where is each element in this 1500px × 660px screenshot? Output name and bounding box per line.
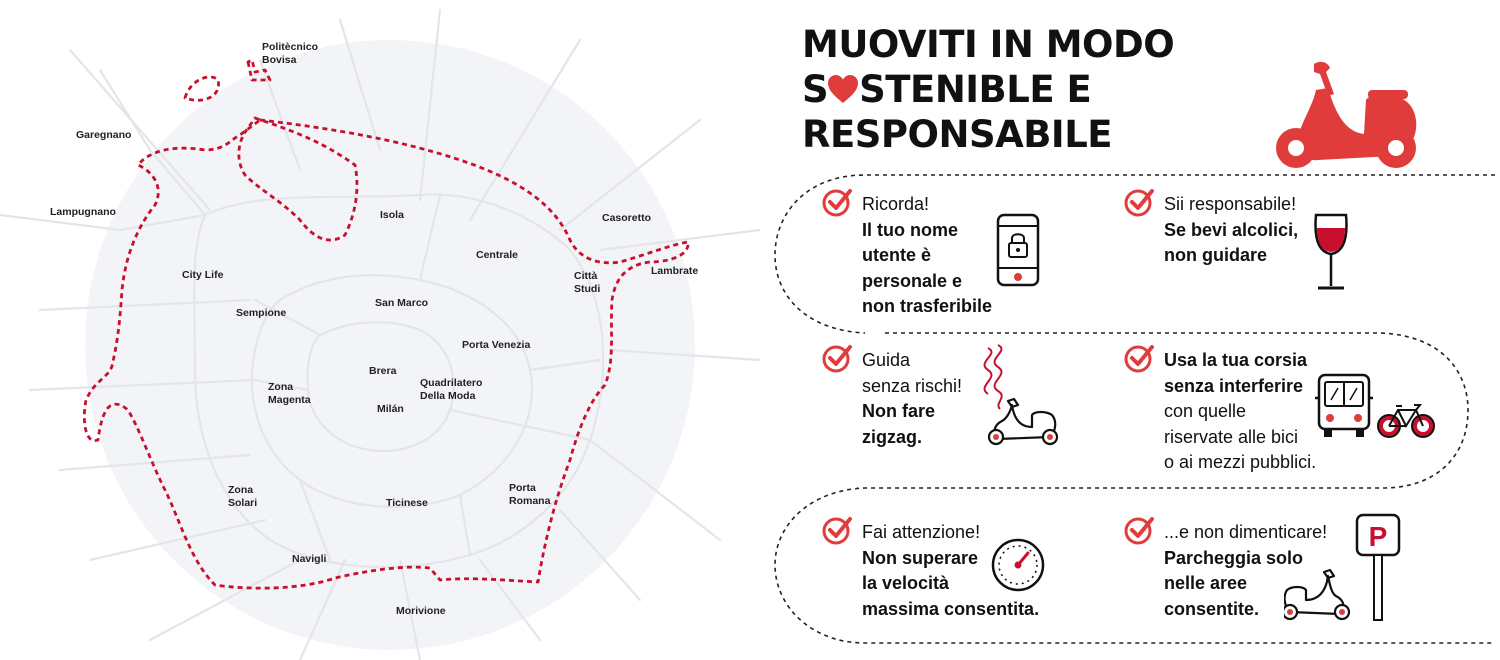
district-ticinese: Ticinese (386, 497, 428, 509)
check-icon (1124, 345, 1154, 373)
title-line-2: S STENIBLE E (802, 67, 1232, 112)
district-centrale: Centrale (476, 249, 518, 261)
tip-username-line-1: Il tuo nome (862, 219, 958, 240)
title-line-1: MUOVITI IN MODO (802, 23, 1175, 66)
district-morivione: Morivione (396, 605, 446, 617)
scooter-icon (1276, 61, 1417, 168)
tip-alcohol-line-2: non guidare (1164, 245, 1267, 265)
bicycle-icon (1377, 404, 1435, 438)
parked-scooter-icon (1284, 568, 1351, 621)
district-garegnano: Garegnano (76, 129, 131, 141)
tip-lane: Usa la tua corsia senza interferire con … (1124, 345, 1334, 476)
tip-zigzag-intro-2: senza rischi! (862, 375, 963, 396)
district-porta-venezia: Porta Venezia (462, 339, 530, 351)
tip-lane-line-4: riservate alle bici (1164, 426, 1299, 447)
phone-lock-icon (996, 213, 1040, 287)
tip-lane-line-5: o ai mezzi pubblici. (1164, 452, 1317, 472)
district-casoretto: Casoretto (602, 212, 651, 224)
tip-lane-line-3: con quelle (1164, 401, 1247, 421)
tip-parking-line-1: Parcheggia solo (1164, 547, 1304, 568)
tip-lane-line-2: senza interferire (1164, 375, 1304, 396)
district-isola: Isola (380, 209, 404, 221)
tip-alcohol: Sii responsabile! Se bevi alcolici, non … (1124, 189, 1334, 269)
map-background-disc (85, 40, 695, 650)
tip-zigzag-intro-1: Guida (862, 350, 911, 370)
tip-username: Ricorda! Il tuo nome utente è personale … (822, 189, 1022, 320)
bus-icon (1315, 373, 1373, 437)
tips-frame (774, 174, 1495, 644)
tip-parking-line-2: nelle aree (1164, 573, 1248, 593)
parking-sign-letter: P (1369, 521, 1388, 552)
tip-speed-line-1: Non superare (862, 547, 979, 568)
district-sempione: Sempione (236, 307, 286, 319)
tip-zigzag-line-1: Non fare (862, 401, 936, 421)
tip-parking-intro: ...e non dimenticare! (1164, 522, 1328, 542)
check-icon (822, 345, 852, 373)
district-lampugnano: Lampugnano (50, 206, 116, 218)
tip-speed: Fai attenzione! Non superare la velocità… (822, 517, 1052, 622)
speedometer-icon (991, 538, 1045, 592)
parking-sign-icon: P (1355, 513, 1401, 621)
page-title: MUOVITI IN MODO S STENIBLE E RESPONSABILE (802, 22, 1232, 157)
tip-parking: ...e non dimenticare! Parcheggia solo ne… (1124, 517, 1354, 622)
district-navigli: Navigli (292, 553, 327, 565)
district-brera: Brera (369, 365, 397, 377)
road-network (0, 8, 760, 660)
district-san-marco: San Marco (375, 297, 428, 309)
tip-parking-line-3: consentite. (1164, 598, 1260, 619)
tip-speed-line-3: massima consentita. (862, 598, 1040, 619)
wine-glass-icon (1314, 213, 1348, 290)
service-area-boundary (82, 58, 690, 590)
heart-icon (828, 75, 859, 103)
district-lambrate: Lambrate (651, 265, 698, 277)
tip-lane-line-1: Usa la tua corsia (1164, 350, 1308, 370)
district-city-life: City Life (182, 269, 224, 281)
zigzag-scooter-icon (983, 344, 1059, 446)
check-icon (1124, 189, 1154, 217)
tip-alcohol-intro: Sii responsabile! (1164, 194, 1297, 214)
tip-username-line-2: utente è (862, 245, 932, 265)
check-icon (822, 189, 852, 217)
tip-speed-line-2: la velocità (862, 573, 950, 593)
tip-username-line-3: personale e (862, 270, 963, 291)
tip-username-line-4: non trasferibile (862, 296, 993, 316)
title-line-3: RESPONSABILE (802, 113, 1113, 156)
check-icon (822, 517, 852, 545)
tip-zigzag-line-2: zigzag. (862, 426, 923, 447)
district-milan: Milán (377, 403, 404, 415)
title-line-2-pre: S (802, 68, 829, 111)
tip-speed-intro: Fai attenzione! (862, 522, 981, 542)
title-line-2-post: STENIBLE E (859, 68, 1092, 111)
tip-zigzag: Guida senza rischi! Non fare zigzag. (822, 345, 982, 450)
check-icon (1124, 517, 1154, 545)
tip-username-intro: Ricorda! (862, 194, 930, 214)
tip-alcohol-line-1: Se bevi alcolici, (1164, 219, 1299, 240)
